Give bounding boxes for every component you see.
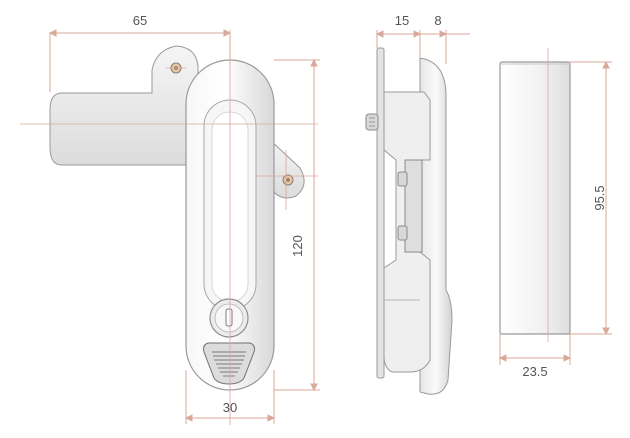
screw-top [365, 113, 379, 131]
dimension-lines [48, 29, 612, 424]
dim-120-label: 120 [290, 235, 305, 257]
dim-30-label: 30 [223, 400, 237, 415]
center-lines [20, 30, 549, 425]
screw-bottom [397, 225, 408, 241]
dim-65-label: 65 [133, 13, 147, 28]
end-view [499, 61, 571, 335]
end-block [499, 61, 571, 335]
dim-8-label: 8 [434, 13, 441, 28]
spring-block [404, 159, 423, 253]
dim-23-5-label: 23.5 [522, 364, 547, 379]
push-button [203, 342, 255, 385]
screw-middle [397, 171, 408, 187]
mounting-plate [376, 47, 385, 379]
front-view [49, 45, 305, 391]
key-slot [225, 308, 233, 327]
dim-15-label: 15 [395, 13, 409, 28]
side-view [365, 47, 453, 395]
dim-95-5-label: 95.5 [592, 185, 607, 210]
